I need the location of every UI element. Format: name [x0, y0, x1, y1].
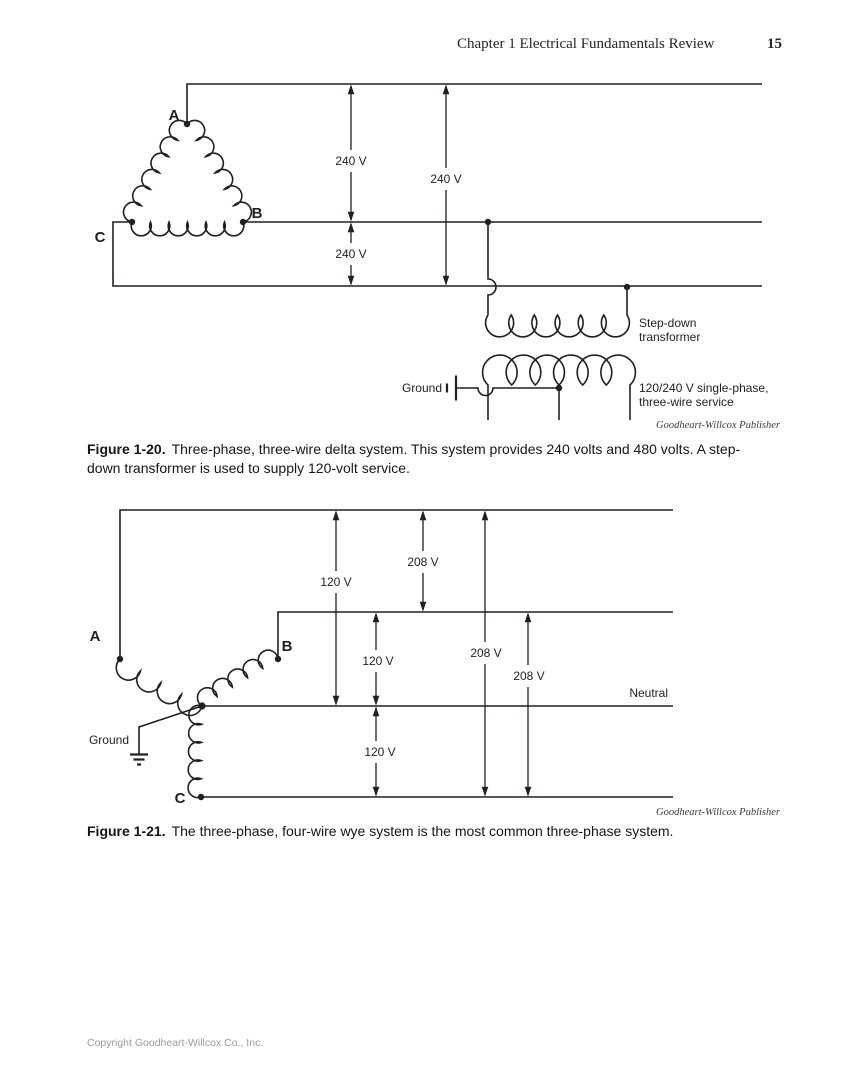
primary-lead-left [487, 222, 497, 315]
earth-ground-icon [130, 753, 148, 766]
page-header: Chapter 1 Electrical Fundamentals Review… [457, 36, 782, 53]
wye-terminal-a-dot [116, 655, 124, 663]
figure-1-20-caption-line1: Three-phase, three-wire delta system. Th… [171, 441, 741, 457]
figure-1-20-caption-line2: down transformer is used to supply 120-v… [87, 460, 410, 476]
terminal-a-label: A [169, 107, 180, 124]
wye-line-b [277, 611, 673, 659]
page-number: 15 [767, 36, 782, 52]
terminal-b-label: B [252, 205, 263, 222]
wye-voltage-b-neutral: 120 V [362, 654, 393, 668]
ground-label: Ground [402, 381, 442, 395]
figure-1-20-credit: Goodheart-Willcox Publisher [656, 420, 780, 431]
voltage-label-bc: 240 V [335, 247, 366, 261]
wye-voltage-ac: 208 V [470, 646, 501, 660]
terminal-c-label: C [95, 229, 106, 246]
figure-1-21-caption-text: The three-phase, four-wire wye system is… [171, 823, 674, 839]
chapter-title: Chapter 1 Electrical Fundamentals Review [457, 36, 715, 52]
voltage-label-ab: 240 V [335, 154, 366, 168]
wye-voltage-bc: 208 V [513, 669, 544, 683]
wye-ground-wire [138, 705, 203, 754]
wye-voltage-a-neutral: 120 V [320, 575, 351, 589]
transformer-primary-winding [484, 287, 631, 338]
delta-arrow-ac [442, 84, 450, 286]
ground-wire [457, 387, 559, 397]
wye-ground-label: Ground [89, 733, 129, 747]
wye-arrow-c-neutral [372, 706, 380, 797]
ground-electrode-icon [445, 375, 458, 401]
wye-voltage-ab: 208 V [407, 555, 438, 569]
wye-terminal-a-label: A [90, 628, 101, 645]
wye-arrow-a-neutral [332, 510, 340, 706]
copyright-notice: Copyright Goodheart-Willcox Co., Inc. [87, 1037, 264, 1049]
wye-winding-b [196, 649, 279, 707]
terminal-a-dot [183, 120, 191, 128]
wye-terminal-c-label: C [175, 790, 186, 807]
wye-center-node-dot [198, 702, 206, 710]
wye-terminal-b-label: B [282, 638, 293, 655]
wye-terminal-c-dot [197, 793, 205, 801]
figure-1-20-caption-label: Figure 1-20. [87, 441, 166, 457]
wye-arrow-ab [419, 510, 427, 612]
delta-line-c [112, 221, 762, 287]
terminal-b-dot [239, 218, 247, 226]
transformer-label-line1: Step-down [639, 316, 696, 330]
voltage-label-ac: 240 V [430, 172, 461, 186]
wye-winding-c [187, 704, 205, 799]
wye-line-a [119, 509, 673, 659]
figure-1-21-credit: Goodheart-Willcox Publisher [656, 807, 780, 818]
neutral-label: Neutral [629, 686, 668, 700]
service-label-line1: 120/240 V single-phase, [639, 381, 768, 395]
wye-terminal-b-dot [274, 655, 282, 663]
delta-arrow-bc [347, 222, 355, 286]
figure-1-21-caption: Figure 1-21. The three-phase, four-wire w… [87, 822, 787, 841]
delta-winding [122, 119, 253, 237]
wye-voltage-c-neutral: 120 V [364, 745, 395, 759]
transformer-label-line2: transformer [639, 330, 700, 344]
service-label-line2: three-wire service [639, 395, 734, 409]
wye-arrow-bc [524, 612, 532, 797]
figure-1-20-caption: Figure 1-20. Three-phase, three-wire delt… [87, 440, 787, 478]
wye-arrow-b-neutral [372, 612, 380, 706]
terminal-c-dot [128, 218, 136, 226]
wye-winding-a [115, 658, 203, 717]
wye-arrow-ac [481, 510, 489, 797]
delta-line-a [186, 83, 762, 124]
figure-1-21-caption-label: Figure 1-21. [87, 823, 166, 839]
delta-arrow-ab [347, 84, 355, 222]
